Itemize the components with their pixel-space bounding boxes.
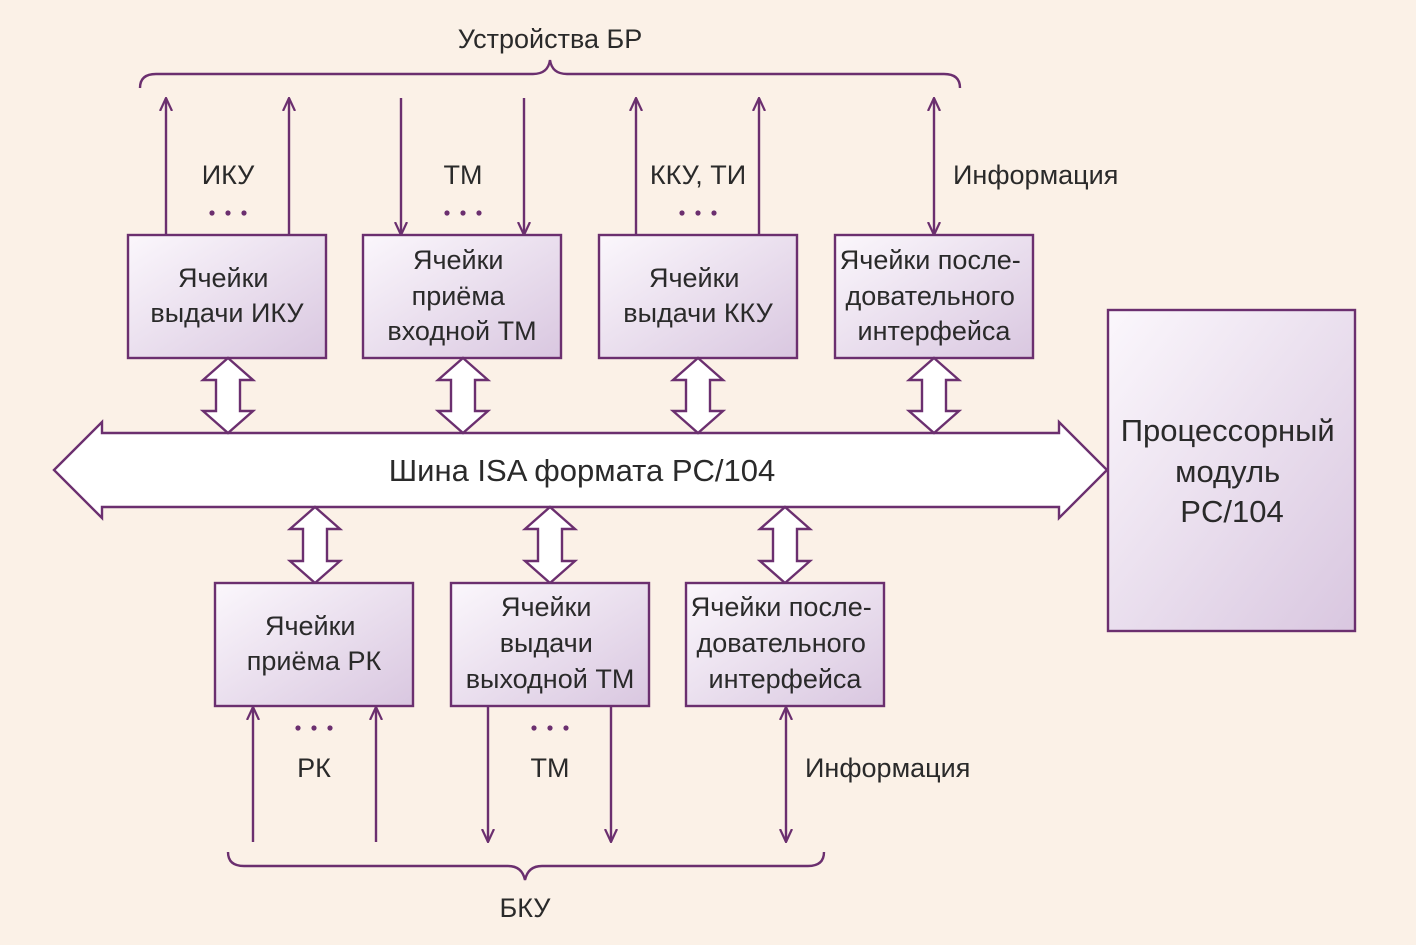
processor-label-line: Процессорный <box>1121 413 1335 448</box>
tm-in-signal-label: ТМ <box>444 160 483 190</box>
kku-signal-label: ККУ, ТИ <box>650 160 746 190</box>
module-label-line: довательного <box>697 628 866 658</box>
isa-bus: Шина ISA формата PC/104 <box>52 419 1109 521</box>
svg-text:Ячейки после- довательно: Ячейки после- довательного интерфейса <box>840 245 1028 346</box>
module-label-line: интерфейса <box>709 664 863 694</box>
connector-serial-bottom-double-arrow <box>756 505 814 585</box>
serial-top-info-label: Информация <box>953 160 1118 190</box>
module-label-line: Ячейки <box>649 263 740 293</box>
module-label-line: выдачи <box>500 628 593 658</box>
module-label-line: Ячейки после- <box>691 592 872 622</box>
module-label-line: интерфейса <box>858 316 1012 346</box>
module-label-line: приёма <box>412 281 506 311</box>
module-label-line: выдачи ККУ <box>623 298 773 328</box>
bottom-group-label: БКУ <box>500 893 552 923</box>
bus-label: Шина ISA формата PC/104 <box>389 453 776 488</box>
svg-text:Ячейки выдачи выхо: Ячейки выдачи выходной ТМ <box>466 592 635 694</box>
bus-connectors <box>199 356 963 585</box>
connector-kku-double-arrow <box>669 356 727 435</box>
module-label-line: выходной ТМ <box>466 664 635 694</box>
module-label-line: Ячейки <box>265 611 356 641</box>
svg-text:Ячейки выдачи ИКУ: Ячейки выдачи ИКУ <box>150 263 304 328</box>
rk-signal-label: РК <box>297 753 331 783</box>
iku-signal-label: ИКУ <box>202 160 255 190</box>
processor-module: Процессорный модуль PC/104 <box>1106 308 1357 633</box>
svg-text:Ячейки после- довательно: Ячейки после- довательного интерфейса <box>691 592 879 694</box>
module-label-line: входной ТМ <box>387 316 536 346</box>
processor-label-line: модуль <box>1175 454 1280 489</box>
connector-tm-out-double-arrow <box>521 505 579 585</box>
svg-text:Ячейки приёма РК: Ячейки приёма РК <box>247 611 382 676</box>
tm-out-signal-label: ТМ <box>531 753 570 783</box>
svg-text:Ячейки приёма вход: Ячейки приёма входной ТМ <box>387 245 536 346</box>
tm-in-ellipsis <box>444 210 482 216</box>
module-label-line: Ячейки <box>178 263 269 293</box>
connector-iku-double-arrow <box>199 356 257 435</box>
module-label-line: выдачи ИКУ <box>150 298 304 328</box>
iku-ellipsis <box>209 210 247 216</box>
svg-text:Процессорный модуль: Процессорный модуль PC/104 <box>1121 413 1344 529</box>
module-iku-output: Ячейки выдачи ИКУ <box>126 233 328 360</box>
top-group-brace <box>138 59 962 89</box>
top-group-label: Устройства БР <box>458 24 642 54</box>
module-serial-interface-top: Ячейки после- довательного интерфейса <box>833 233 1035 360</box>
bottom-group-brace <box>226 851 826 881</box>
rk-ellipsis <box>295 725 333 731</box>
serial-bottom-info-label: Информация <box>805 753 970 783</box>
module-tm-input: Ячейки приёма входной ТМ <box>361 233 563 360</box>
module-tm-output: Ячейки выдачи выходной ТМ <box>449 581 651 708</box>
module-label-line: Ячейки <box>413 245 504 275</box>
processor-label-line: PC/104 <box>1180 494 1283 529</box>
module-label-line: приёма РК <box>247 646 382 676</box>
module-rk-input: Ячейки приёма РК <box>213 581 415 708</box>
kku-ellipsis <box>679 210 717 216</box>
module-label-line: Ячейки <box>501 592 592 622</box>
connector-tm-in-double-arrow <box>434 356 492 435</box>
module-serial-interface-bottom: Ячейки после- довательного интерфейса <box>684 581 886 708</box>
connector-rk-double-arrow <box>286 505 344 585</box>
module-kku-output: Ячейки выдачи ККУ <box>597 233 799 360</box>
tm-out-ellipsis <box>531 725 569 731</box>
module-label-line: довательного <box>846 281 1015 311</box>
module-label-line: Ячейки после- <box>840 245 1021 275</box>
svg-text:Ячейки выдачи ККУ: Ячейки выдачи ККУ <box>623 263 773 328</box>
connector-serial-top-double-arrow <box>905 356 963 435</box>
